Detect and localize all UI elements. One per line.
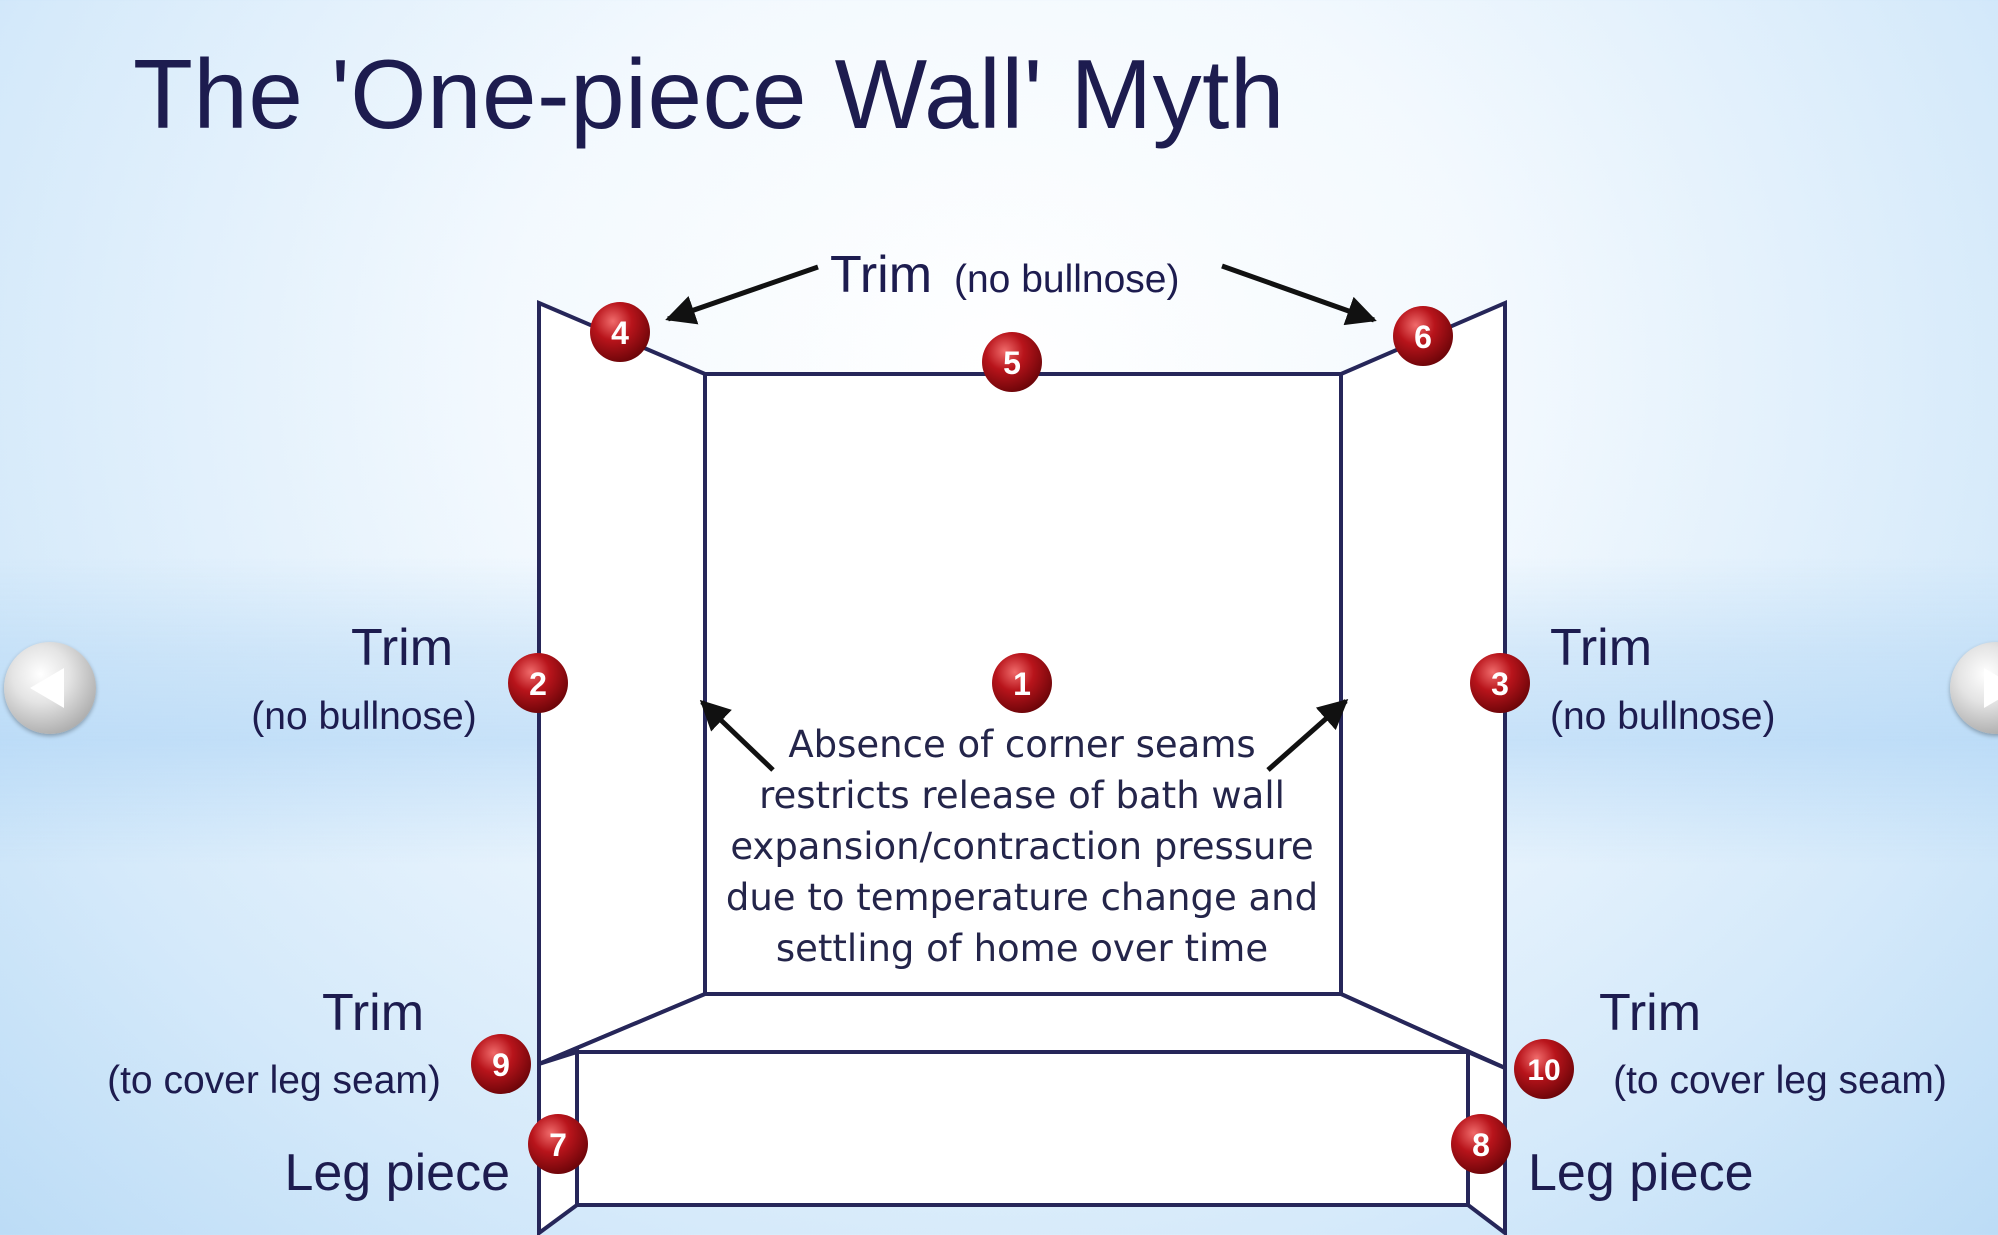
arrow-top-left <box>665 264 819 325</box>
trim-label-left-sub: (no bullnose) <box>251 695 476 738</box>
note-line: settling of home over time <box>776 927 1268 970</box>
page-title: The 'One-piece Wall' Myth <box>133 39 1285 149</box>
note-line: due to temperature change and <box>726 876 1318 919</box>
marker-2: 2 <box>508 653 568 713</box>
leg-trim-label-left-sub: (to cover leg seam) <box>107 1059 441 1102</box>
marker-2-number: 2 <box>529 666 547 702</box>
leg-trim-label-left: Trim (to cover leg seam) <box>107 984 441 1102</box>
trim-label-top-main: Trim <box>830 246 932 304</box>
wall-outline <box>537 299 1507 1235</box>
trim-label-right-sub: (no bullnose) <box>1550 695 1775 738</box>
explanation-note: Absence of corner seams restricts releas… <box>726 723 1318 970</box>
marker-4-number: 4 <box>611 315 629 351</box>
trim-label-top-sub: (no bullnose) <box>954 258 1179 301</box>
leg-trim-label-right-sub: (to cover leg seam) <box>1613 1059 1947 1102</box>
marker-4: 4 <box>590 302 650 362</box>
arrow-mid-left <box>699 699 775 772</box>
marker-9: 9 <box>471 1034 531 1094</box>
leg-piece-label-right: Leg piece <box>1528 1144 1754 1202</box>
arrow-mid-right <box>1266 699 1349 772</box>
marker-1: 1 <box>992 653 1052 713</box>
arrow-top-right <box>1221 263 1377 326</box>
note-line: expansion/contraction pressure <box>730 825 1313 868</box>
marker-7: 7 <box>528 1114 588 1174</box>
marker-9-number: 9 <box>492 1047 510 1083</box>
note-line: Absence of corner seams <box>788 723 1255 766</box>
arrow-left-icon <box>30 668 64 708</box>
marker-6-number: 6 <box>1414 319 1432 355</box>
trim-label-left: Trim (no bullnose) <box>251 619 476 738</box>
marker-5: 5 <box>982 332 1042 392</box>
arrow-right-icon <box>1984 668 1998 708</box>
leg-trim-label-right-main: Trim <box>1599 984 1701 1042</box>
marker-1-number: 1 <box>1013 666 1031 702</box>
marker-3: 3 <box>1470 653 1530 713</box>
leg-trim-label-right: Trim (to cover leg seam) <box>1599 984 1947 1102</box>
leg-piece-label-left: Leg piece <box>284 1144 510 1202</box>
marker-8: 8 <box>1451 1114 1511 1174</box>
note-line: restricts release of bath wall <box>759 774 1285 817</box>
marker-7-number: 7 <box>549 1127 567 1163</box>
marker-10: 10 <box>1514 1039 1574 1099</box>
trim-label-right-main: Trim <box>1550 619 1652 677</box>
marker-10-number: 10 <box>1527 1054 1560 1087</box>
previous-slide-button[interactable] <box>4 642 96 734</box>
marker-6: 6 <box>1393 306 1453 366</box>
marker-5-number: 5 <box>1003 345 1021 381</box>
leg-trim-label-left-main: Trim <box>322 984 424 1042</box>
marker-8-number: 8 <box>1472 1127 1490 1163</box>
tub-apron <box>575 1050 1470 1207</box>
marker-3-number: 3 <box>1491 666 1509 702</box>
trim-label-left-main: Trim <box>351 619 453 677</box>
trim-label-right: Trim (no bullnose) <box>1550 619 1775 738</box>
trim-label-top: Trim (no bullnose) <box>830 246 1179 304</box>
arrows <box>665 263 1377 772</box>
